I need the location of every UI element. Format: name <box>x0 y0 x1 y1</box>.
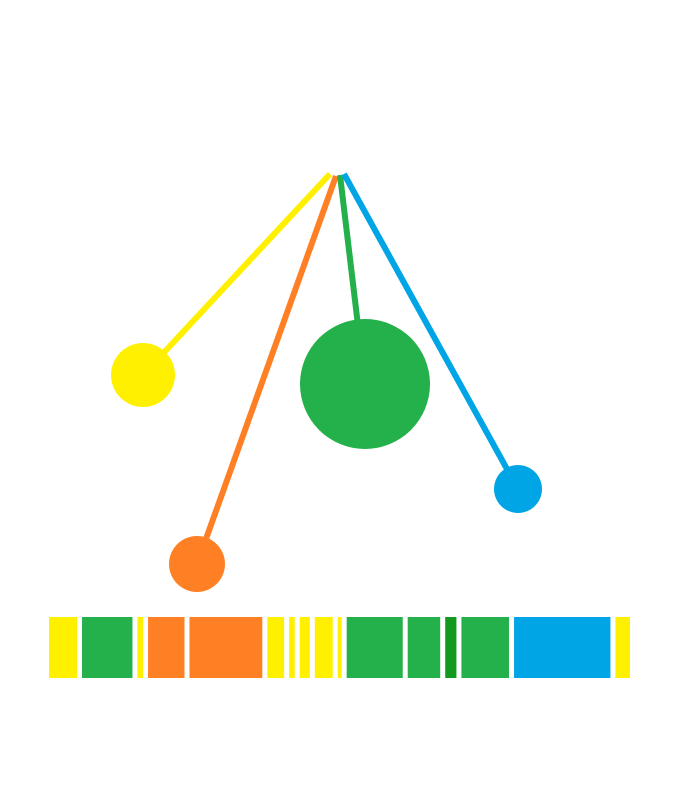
stripe-yellow <box>299 617 310 678</box>
stripe-bar <box>49 617 630 678</box>
orange-bob <box>169 536 225 592</box>
stripe-yellow <box>337 617 342 678</box>
orange-string <box>194 174 339 566</box>
stripe-yellow <box>267 617 285 678</box>
blue-bob <box>494 465 542 513</box>
yellow-string <box>140 171 333 378</box>
stripe-yellow <box>49 617 78 678</box>
yellow-bob <box>111 343 175 407</box>
stripe-green <box>82 617 133 678</box>
pendulum-strings <box>140 171 521 566</box>
stripe-dark_green <box>445 617 457 678</box>
stripe-yellow <box>314 617 333 678</box>
stripe-orange <box>148 617 185 678</box>
stripe-green <box>407 617 441 678</box>
green-bob <box>300 319 430 449</box>
stripe-yellow <box>615 617 630 678</box>
blue-string <box>341 172 521 491</box>
stripe-green <box>461 617 510 678</box>
stripe-orange <box>189 617 263 678</box>
pendulum-bobs <box>111 319 542 592</box>
stripe-blue <box>514 617 611 678</box>
stripe-yellow <box>289 617 295 678</box>
stripe-yellow <box>137 617 144 678</box>
stripe-green <box>346 617 403 678</box>
